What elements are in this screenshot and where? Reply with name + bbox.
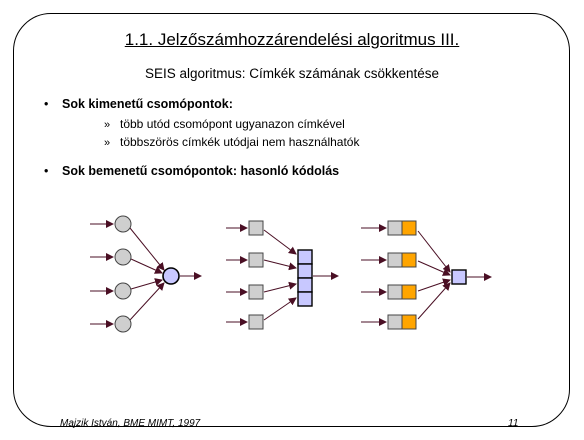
bullet-1-text: Sok kimenetű csomópontok: <box>62 97 233 111</box>
subitem-symbol: » <box>104 119 111 131</box>
target-node-circle <box>162 267 180 285</box>
input-arrows <box>90 220 114 328</box>
bullet-symbol: • <box>44 97 49 111</box>
source-node-gray <box>387 284 403 300</box>
source-node-square <box>248 252 264 268</box>
subitem-2-text: többszörös címkék utódjai nem használhat… <box>120 135 360 149</box>
footer-page-number: 11 <box>508 418 519 429</box>
source-node-circle <box>114 215 132 233</box>
source-node-gray <box>387 220 403 236</box>
diagram-stacked-labels <box>226 220 339 330</box>
fan-in-arrows <box>129 227 165 321</box>
bullet-2: • Sok bemenetű csomópontok: hasonló kódol… <box>44 164 339 178</box>
source-node-circle <box>114 248 132 266</box>
source-node-circle <box>114 315 132 333</box>
label-stack-cell <box>297 263 313 279</box>
source-node-code <box>401 220 417 236</box>
label-stack-cell <box>297 291 313 307</box>
slide-frame <box>13 13 570 427</box>
subitem-1-text: több utód csomópont ugyanazon címkével <box>120 117 345 131</box>
slide-title: 1.1. Jelzőszámhozzárendelési algoritmus … <box>124 30 460 49</box>
diagram-coded-labels <box>361 220 492 330</box>
source-node-gray <box>387 314 403 330</box>
subitem-1: » több utód csomópont ugyanazon címkével <box>104 117 345 131</box>
label-stack-cell <box>297 249 313 265</box>
bullet-1: • Sok kimenetű csomópontok: <box>44 97 233 111</box>
bullet-2-text: Sok bemenetű csomópontok: hasonló kódolá… <box>62 164 340 178</box>
bullet-symbol: • <box>44 164 49 178</box>
slide-subtitle: SEIS algoritmus: Címkék számának csökken… <box>144 66 440 81</box>
target-node-square <box>451 269 467 285</box>
diagram-circles <box>90 215 202 333</box>
source-node-square <box>248 284 264 300</box>
source-node-gray <box>387 252 403 268</box>
source-node-code <box>401 284 417 300</box>
subitem-2: » többszörös címkék utódjai nem használha… <box>104 135 359 149</box>
label-stack-cell <box>297 277 313 293</box>
source-node-code <box>401 314 417 330</box>
footer-author: Majzik István, BME MIMT, 1997 <box>60 418 201 429</box>
source-node-circle <box>114 282 132 300</box>
source-node-code <box>401 252 417 268</box>
subitem-symbol: » <box>104 137 111 149</box>
source-node-square <box>248 220 264 236</box>
source-node-square <box>248 314 264 330</box>
